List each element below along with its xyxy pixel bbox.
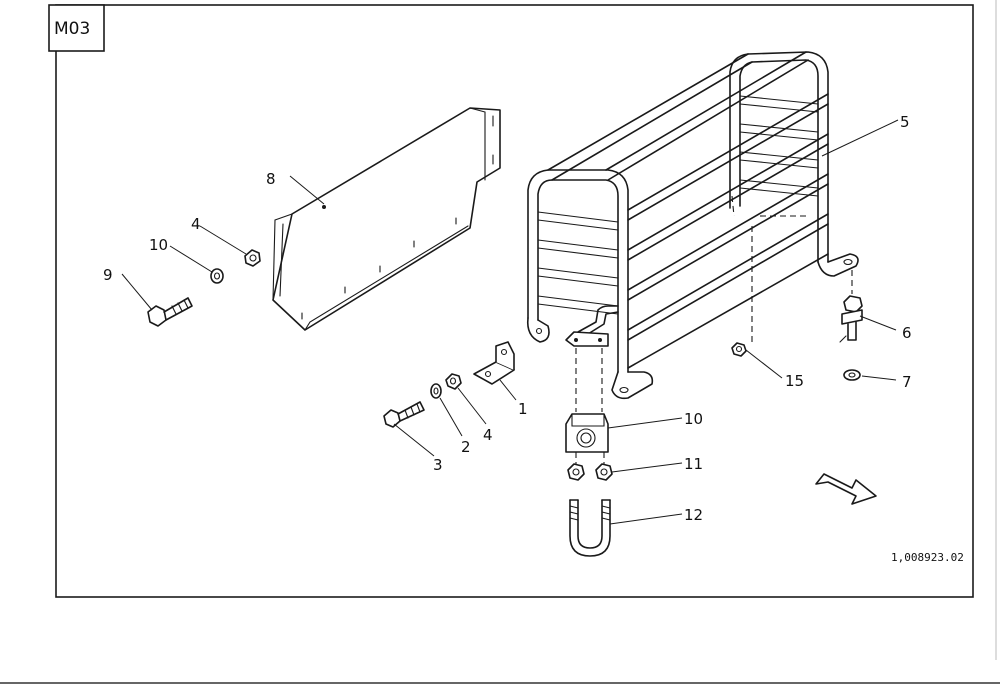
callout-12: 11 bbox=[684, 455, 703, 473]
callout-3: 3 bbox=[433, 456, 443, 474]
bolt-part-3 bbox=[383, 401, 425, 428]
callout-8: 8 bbox=[266, 170, 276, 188]
callout-9: 9 bbox=[103, 266, 113, 284]
fitting-part-6 bbox=[839, 295, 863, 343]
clamp-block-part-11 bbox=[565, 413, 609, 453]
callout-5: 5 bbox=[900, 113, 910, 131]
washer-part-2 bbox=[430, 383, 442, 399]
callout-4-upper: 4 bbox=[191, 215, 201, 233]
callout-7: 7 bbox=[902, 373, 912, 391]
bolt-part-9 bbox=[147, 297, 193, 327]
angle-bracket-part-1 bbox=[473, 341, 515, 385]
callout-15: 15 bbox=[785, 372, 804, 390]
washer-part-10 bbox=[210, 268, 224, 284]
u-bolt-part-13 bbox=[569, 499, 611, 557]
nut-part-4-upper bbox=[244, 249, 261, 267]
reference-code: M03 bbox=[54, 19, 90, 39]
callout-2: 2 bbox=[461, 438, 471, 456]
nut-part-15 bbox=[731, 342, 747, 357]
drawing-number: 1,008923.02 bbox=[891, 551, 964, 564]
drawing-frame bbox=[55, 4, 974, 598]
callout-11: 10 bbox=[684, 410, 703, 428]
callout-13: 12 bbox=[684, 506, 703, 524]
reference-box: M03 bbox=[48, 4, 105, 52]
callout-10: 10 bbox=[149, 236, 168, 254]
callout-1: 1 bbox=[518, 400, 528, 418]
side-panel-part-8 bbox=[272, 107, 501, 331]
direction-arrow-icon bbox=[815, 473, 877, 505]
rack-frame-part-5 bbox=[526, 51, 859, 400]
nuts-part-12 bbox=[567, 463, 613, 481]
callout-6: 6 bbox=[902, 324, 912, 342]
nut-part-4-lower bbox=[445, 373, 462, 390]
callout-4-lower: 4 bbox=[483, 426, 493, 444]
washer-part-7 bbox=[843, 369, 861, 381]
leader-lines bbox=[121, 119, 899, 525]
